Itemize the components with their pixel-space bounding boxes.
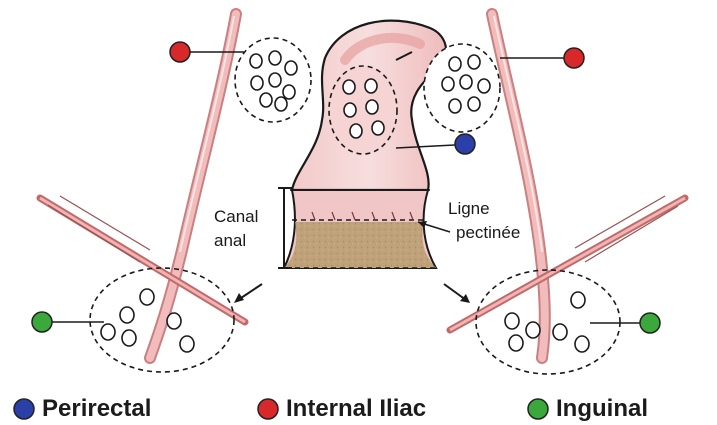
inguinal-marker-right (640, 313, 660, 333)
pectinate-label-line2: pectinée (456, 224, 520, 241)
legend-label-inguinal: Inguinal (556, 397, 648, 421)
legend-dot-inguinal (528, 399, 548, 419)
inguinal-marker-left (32, 312, 52, 332)
right-iliac-vessel (492, 14, 545, 358)
perirectal-marker (455, 134, 475, 154)
pectinate-label-line1: Ligne (448, 200, 490, 217)
legend-label-perirectal: Perirectal (42, 397, 151, 421)
legend-label-internal-iliac: Internal Iliac (286, 397, 426, 421)
canal-anal-label-line2: anal (214, 232, 246, 249)
perirectal-node-group (329, 66, 397, 154)
internal-iliac-marker-left (170, 42, 190, 62)
drainage-arrow-right (444, 284, 470, 303)
legend-dot-perirectal (14, 399, 34, 419)
anal-canal (284, 190, 436, 268)
internal-iliac-node-group-right (424, 44, 500, 132)
legend-dot-internal-iliac (258, 399, 278, 419)
drainage-arrow-left (234, 284, 262, 303)
internal-iliac-node-group-left (235, 38, 311, 122)
internal-iliac-marker-right (564, 48, 584, 68)
canal-anal-label-line1: Canal (214, 208, 258, 225)
